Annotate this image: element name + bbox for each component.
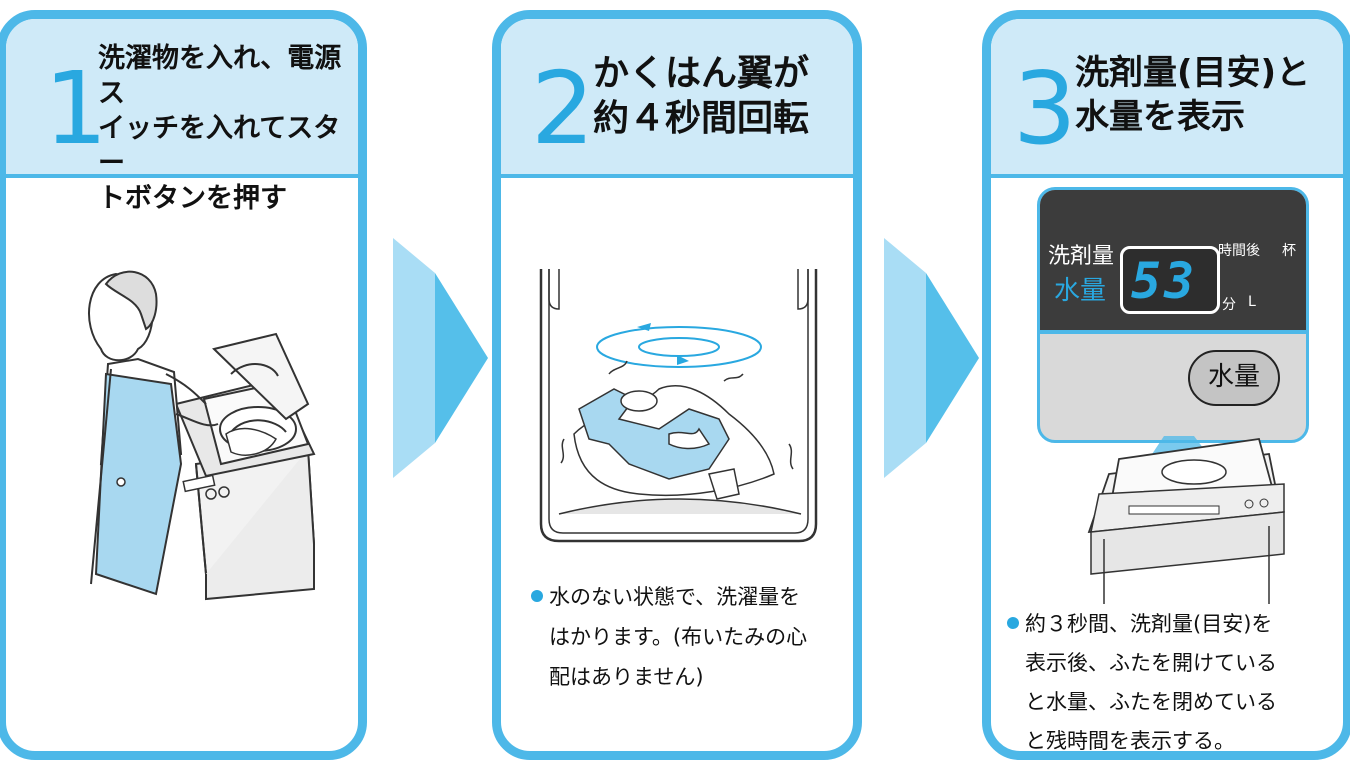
- step-1-panel: 1 洗濯物を入れ、電源ス イッチを入れてスター トボタンを押す: [0, 10, 367, 760]
- step-2-note-line-3: 配はありません): [549, 665, 704, 689]
- water-amount-button[interactable]: 水量: [1188, 350, 1280, 406]
- step-3-panel: 3 洗剤量(目安)と 水量を表示 洗剤量 水量 53 時間後 杯 分 L 水量: [982, 10, 1350, 760]
- step-3-title-line-2: 水量を表示: [1075, 97, 1245, 138]
- display-digits: 53: [1131, 252, 1198, 310]
- step-3-note-line-4: と残時間を表示する。: [1025, 729, 1235, 753]
- display-area: 洗剤量 水量 53 時間後 杯 分 L: [1040, 190, 1306, 334]
- step-3-number: 3: [1013, 50, 1077, 167]
- water-label: 水量: [1054, 276, 1107, 306]
- step-3-note-line-1: 約３秒間、洗剤量(目安)を: [1025, 612, 1273, 636]
- unit-time-after: 時間後: [1218, 243, 1260, 259]
- washer-overview-illustration: [1087, 436, 1285, 604]
- step-1-title: 洗濯物を入れ、電源ス イッチを入れてスター トボタンを押す: [98, 41, 358, 216]
- step-1-title-line-1: 洗濯物を入れ、電源ス: [98, 43, 342, 110]
- step-2-title-line-2: 約４秒間回転: [593, 98, 810, 139]
- step-3-title-line-1: 洗剤量(目安)と: [1075, 53, 1311, 93]
- control-panel-closeup: 洗剤量 水量 53 時間後 杯 分 L 水量: [1037, 187, 1309, 443]
- unit-minutes: 分: [1222, 297, 1236, 313]
- unit-liters: L: [1248, 294, 1256, 310]
- step-2-note-line-2: はかります。(布いたみの心: [549, 625, 808, 649]
- step-2-title-line-1: かくはん翼が: [593, 53, 810, 94]
- detergent-label: 洗剤量: [1048, 244, 1115, 269]
- step-3-header: 3 洗剤量(目安)と 水量を表示: [991, 19, 1343, 178]
- step-3-note-line-2: 表示後、ふたを開けている: [1025, 651, 1277, 675]
- step-2-title: かくはん翼が 約４秒間回転: [593, 51, 809, 141]
- seven-segment-display: 53: [1120, 246, 1220, 314]
- agitator-rotating-illustration: [539, 269, 818, 543]
- step-1-title-line-2: イッチを入れてスター: [98, 113, 341, 180]
- unit-cups: 杯: [1282, 243, 1296, 259]
- step-3-note-line-3: と水量、ふたを閉めている: [1025, 690, 1277, 714]
- step-2-note: 水のない状態で、洗濯量を はかります。(布いたみの心 配はありません): [531, 577, 807, 697]
- step-2-number: 2: [531, 50, 595, 167]
- step-arrow-2: [884, 238, 979, 478]
- step-3-title: 洗剤量(目安)と 水量を表示: [1075, 51, 1310, 139]
- step-2-panel: 2 かくはん翼が 約４秒間回転 水のない状態で、洗濯量を はかります。(布いたみ…: [492, 10, 862, 760]
- step-1-title-line-3: トボタンを押す: [98, 183, 287, 215]
- step-1-header: 1 洗濯物を入れ、電源ス イッチを入れてスター トボタンを押す: [6, 19, 358, 214]
- step-2-header: 2 かくはん翼が 約４秒間回転: [501, 19, 853, 178]
- step-1-number: 1: [44, 50, 108, 167]
- bullet-dot: [531, 590, 543, 602]
- step-2-note-line-1: 水のない状態で、洗濯量を: [549, 585, 801, 609]
- woman-loading-washer-illustration: [88, 270, 316, 601]
- step-3-note: 約３秒間、洗剤量(目安)を 表示後、ふたを開けている と水量、ふたを閉めている …: [1007, 605, 1277, 753]
- bullet-dot: [1007, 617, 1019, 629]
- step-arrow-1: [393, 238, 488, 478]
